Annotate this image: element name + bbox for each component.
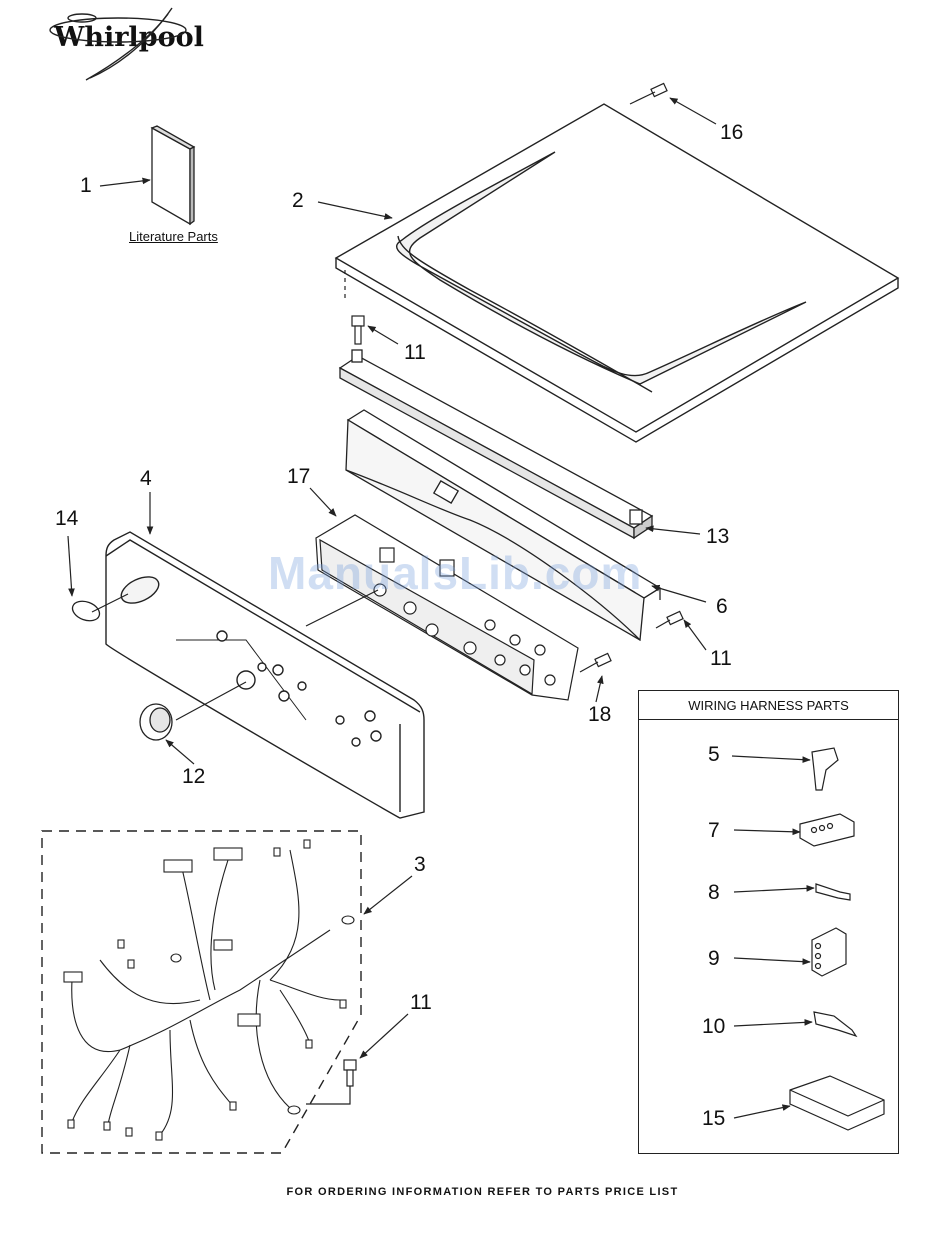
callout-9: 9 [708,948,720,969]
callout-1: 1 [80,175,92,196]
literature-booklet [152,126,194,224]
callout-15: 15 [702,1108,725,1129]
callout-2: 2 [292,190,304,211]
callout-16: 16 [720,122,743,143]
callout-17: 17 [287,466,310,487]
callout-13: 13 [706,526,729,547]
callout-12: 12 [182,766,205,787]
footer-note: FOR ORDERING INFORMATION REFER TO PARTS … [0,1186,950,1198]
badge-insert [70,598,102,624]
callout-5: 5 [708,744,720,765]
callout-11-top: 11 [404,342,426,363]
callout-11-bottom: 11 [410,992,432,1013]
screw-18 [580,653,611,672]
wiring-harness [64,840,354,1140]
callout-11-right: 11 [710,648,732,669]
logo-swirl-icon [50,8,186,80]
harness-dashed-boundary [42,831,361,1153]
callout-10: 10 [702,1016,725,1037]
screw-11-top [345,270,364,344]
callout-18: 18 [588,704,611,725]
callout-8: 8 [708,882,720,903]
callout-6: 6 [716,596,728,617]
screw-16 [630,83,667,104]
callout-7: 7 [708,820,720,841]
watermark: ManualsLib.com [268,546,642,600]
wiring-harness-parts-box: WIRING HARNESS PARTS [638,690,899,1154]
screw-11-right [656,611,683,628]
callout-14: 14 [55,508,78,529]
callout-4: 4 [140,468,152,489]
control-knob [140,704,172,740]
wiring-harness-parts-title: WIRING HARNESS PARTS [639,691,898,720]
literature-parts-label: Literature Parts [129,229,218,244]
callout-3: 3 [414,854,426,875]
